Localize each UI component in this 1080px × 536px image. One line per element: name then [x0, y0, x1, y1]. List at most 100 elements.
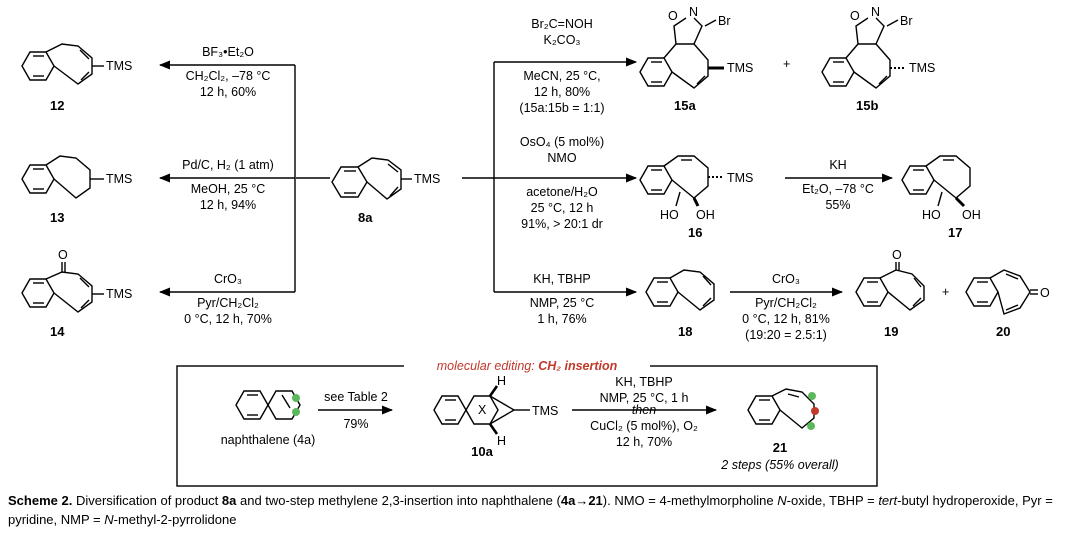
label-10a: 10a: [471, 444, 493, 459]
marker-green: [292, 394, 300, 402]
conditions-16-line2: NMO: [547, 151, 576, 165]
structure-15b: [821, 17, 906, 89]
structure-13: [21, 155, 104, 199]
label-19: 19: [884, 324, 898, 339]
atom-oh-17: OH: [962, 208, 981, 222]
atom-oh-16: OH: [696, 208, 715, 222]
atom-ho-16: HO: [660, 208, 679, 222]
label-21: 21: [773, 440, 787, 455]
group-tms-8a: TMS: [414, 172, 440, 186]
box-title: molecular editing: CH₂ insertion: [437, 359, 618, 373]
structure-16: [639, 155, 724, 207]
structure-18: [645, 269, 715, 311]
naphthalene-label: naphthalene (4a): [221, 433, 316, 447]
structure-15a: [639, 17, 724, 89]
conditions-16-line4: 25 °C, 12 h: [531, 201, 594, 215]
caption-text-3: ). NMO = 4-methylmorpholine: [602, 493, 778, 508]
conditions-18-line3: 1 h, 76%: [537, 312, 586, 326]
caption-scheme-number: Scheme 2.: [8, 493, 73, 508]
atom-o-20: O: [1040, 286, 1050, 300]
label-15a: 15a: [674, 98, 696, 113]
caption-text-2: and two-step methylene 2,3-insertion int…: [236, 493, 561, 508]
conditions-13-line1: Pd/C, H₂ (1 atm): [182, 158, 274, 172]
group-x-10a: X: [478, 403, 487, 417]
group-tms-15b: TMS: [909, 61, 935, 75]
caption-bold-2: 4a→21: [560, 493, 603, 508]
structure-19: [855, 262, 925, 311]
label-12: 12: [50, 98, 64, 113]
group-tms-10a: TMS: [532, 404, 558, 418]
caption-text-5: -butyl hydroperoxide, Pyr = pyridine, NM…: [8, 493, 1053, 527]
label-21-note: 2 steps (55% overall): [720, 458, 838, 472]
box-title-emph: CH₂ insertion: [538, 359, 617, 373]
label-15b: 15b: [856, 98, 878, 113]
structure-20: [965, 269, 1038, 315]
step2-line5: 12 h, 70%: [616, 435, 672, 449]
conditions-12-line3: 12 h, 60%: [200, 85, 256, 99]
label-18: 18: [678, 324, 692, 339]
structure-10a: [433, 385, 530, 435]
atom-ho-17: HO: [922, 208, 941, 222]
conditions-19-line3: 0 °C, 12 h, 81%: [742, 312, 830, 326]
conditions-15-line5: (15a:15b = 1:1): [519, 101, 604, 115]
group-tms-12: TMS: [106, 59, 132, 73]
label-20: 20: [996, 324, 1010, 339]
atom-o-15b: O: [850, 9, 860, 23]
conditions-17-line1: KH: [829, 158, 846, 172]
atom-o-19: O: [892, 248, 902, 262]
caption-text-4: -oxide, TBHP =: [786, 493, 879, 508]
structure-17: [901, 155, 971, 208]
conditions-14-line1: CrO₃: [214, 272, 242, 286]
plus-19: +: [942, 285, 949, 299]
conditions-16-line5: 91%, > 20:1 dr: [521, 217, 603, 231]
step2-line1: KH, TBHP: [615, 375, 672, 389]
conditions-12-line2: CH₂Cl₂, –78 °C: [186, 69, 271, 83]
structure-12: [21, 43, 104, 85]
atom-h-top-10a: H: [497, 374, 506, 388]
caption-italic-2: tert: [878, 493, 898, 508]
conditions-15-line3: MeCN, 25 °C,: [523, 69, 600, 83]
marker-green: [292, 408, 300, 416]
structure-8a: [331, 157, 412, 200]
scheme-caption: Scheme 2. Diversification of product 8a …: [8, 491, 1072, 529]
step1-line1: see Table 2: [324, 390, 388, 404]
marker-green: [807, 422, 815, 430]
caption-text-1: Diversification of product: [72, 493, 222, 508]
step1-line2: 79%: [343, 417, 368, 431]
conditions-12-line1: BF₃•Et₂O: [202, 45, 254, 59]
conditions-16-line3: acetone/H₂O: [526, 185, 598, 199]
conditions-13-line2: MeOH, 25 °C: [191, 182, 265, 196]
conditions-19-line4: (19:20 = 2.5:1): [745, 328, 827, 342]
label-14: 14: [50, 324, 65, 339]
label-13: 13: [50, 210, 64, 225]
structure-14: [21, 262, 104, 313]
label-8a: 8a: [358, 210, 373, 225]
box-title-prefix: molecular editing:: [437, 359, 538, 373]
conditions-14-line2: Pyr/CH₂Cl₂: [197, 296, 259, 310]
structure-naphthalene: [235, 390, 301, 420]
atom-o-14: O: [58, 248, 68, 262]
conditions-19-line2: Pyr/CH₂Cl₂: [755, 296, 817, 310]
atom-n-15a: N: [689, 5, 698, 19]
atom-h-bottom-10a: H: [497, 434, 506, 448]
group-tms-15a: TMS: [727, 61, 753, 75]
group-tms-16: TMS: [727, 171, 753, 185]
marker-green: [808, 392, 816, 400]
conditions-17-line2: Et₂O, –78 °C: [802, 182, 874, 196]
reaction-scheme: TMS 8a TMS 12 BF₃•Et₂O CH₂Cl₂, –78 °C 12…: [21, 5, 1050, 487]
atom-br-15b: Br: [900, 14, 913, 28]
conditions-17-line3: 55%: [825, 198, 850, 212]
plus-15: +: [783, 57, 790, 71]
conditions-13-line3: 12 h, 94%: [200, 198, 256, 212]
marker-red: [811, 407, 819, 415]
conditions-15-line2: K₂CO₃: [543, 33, 580, 47]
caption-italic-1: N: [777, 493, 787, 508]
atom-o-15a: O: [668, 9, 678, 23]
conditions-18-line2: NMP, 25 °C: [530, 296, 595, 310]
atom-br-15a: Br: [718, 14, 731, 28]
conditions-18-line1: KH, TBHP: [533, 272, 590, 286]
caption-italic-3: N: [104, 512, 114, 527]
caption-bold-1: 8a: [221, 493, 237, 508]
conditions-19-line1: CrO₃: [772, 272, 800, 286]
conditions-15-line1: Br₂C=NOH: [531, 17, 592, 31]
